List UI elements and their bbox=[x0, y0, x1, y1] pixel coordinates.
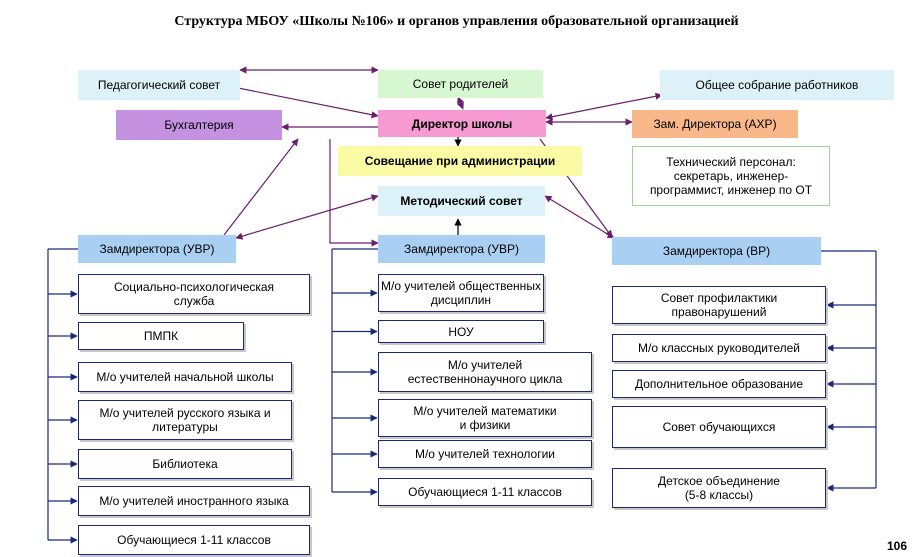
deputy-uvr-2-box: Замдиректора (УВР) bbox=[378, 235, 545, 263]
link-director-uvr1 bbox=[223, 138, 299, 236]
admin-meeting-box: Совещание при администрации bbox=[338, 146, 582, 176]
col2-item: М/о учителей технологии bbox=[378, 440, 592, 468]
deputy-ahr-box: Зам. Директора (АХР) bbox=[632, 110, 798, 138]
pedagogical-council-box: Педагогический совет bbox=[78, 70, 240, 100]
deputy-uvr-1-box: Замдиректора (УВР) bbox=[78, 235, 236, 263]
col1-item: ПМПК bbox=[78, 322, 244, 350]
technical-staff-box: Технический персонал: секретарь, инженер… bbox=[632, 146, 830, 206]
deputy-vr-box: Замдиректора (ВР) bbox=[612, 237, 821, 265]
page-title: Структура МБОУ «Школы №106» и органов уп… bbox=[174, 14, 739, 29]
col2-item: М/о учителей естественнонаучного цикла bbox=[378, 352, 592, 392]
director-box: Директор школы bbox=[378, 110, 546, 137]
col3-item: Совет профилактики правонарушений bbox=[612, 286, 826, 324]
link-parents-director bbox=[457, 96, 464, 110]
link-director-uvr2 bbox=[329, 139, 379, 247]
col3-item: М/о классных руководителей bbox=[612, 334, 826, 362]
col1-item: Социально-психологическая служба bbox=[78, 274, 310, 314]
col1-item: Библиотека bbox=[78, 449, 292, 479]
col3-item: Совет обучающихся bbox=[612, 406, 826, 448]
col2-item: М/о учителей математики и физики bbox=[378, 399, 592, 437]
link-method-vr bbox=[544, 195, 615, 239]
link-uvr1-method bbox=[235, 194, 379, 240]
accounting-box: Бухгалтерия bbox=[116, 110, 282, 140]
col2-item: Обучающиеся 1-11 классов bbox=[378, 478, 592, 506]
parents-council-box: Совет родителей bbox=[378, 70, 543, 98]
col1-item: М/о учителей русского языка и литературы bbox=[78, 400, 292, 440]
col1-item: М/о учителей начальной школы bbox=[78, 362, 292, 392]
col3-item: Детское объединение (5-8 классы) bbox=[612, 468, 826, 508]
col3-item: Дополнительное образование bbox=[612, 370, 826, 398]
link-ped-director bbox=[217, 81, 379, 119]
page-number: 106 bbox=[886, 539, 907, 553]
staff-meeting-box: Общее собрание работников bbox=[660, 70, 894, 100]
col1-item: Обучающиеся 1-11 классов bbox=[78, 525, 310, 555]
methodical-council-box: Методический совет bbox=[378, 186, 545, 216]
col2-item: М/о учителей общественных дисциплин bbox=[378, 274, 544, 312]
col1-item: М/о учителей иностранного языка bbox=[78, 486, 310, 516]
link-staff-director bbox=[545, 92, 663, 121]
col2-item: НОУ bbox=[378, 320, 544, 343]
